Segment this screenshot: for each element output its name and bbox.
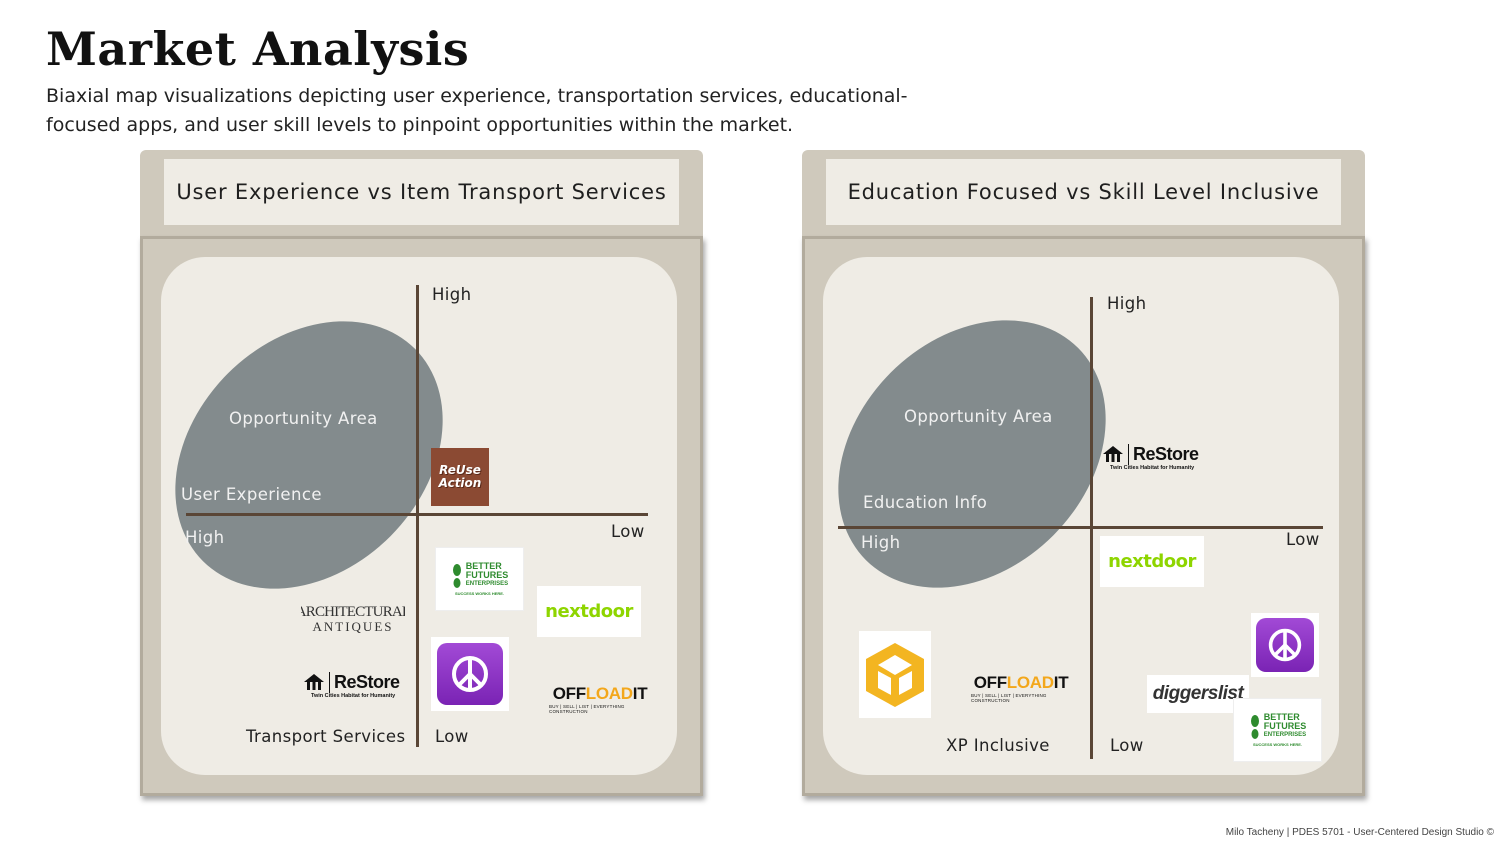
- craigslist-peace-logo: [431, 637, 509, 711]
- better-line2: FUTURES: [465, 570, 509, 580]
- better-line1: BETTER: [1263, 712, 1300, 722]
- craigslist-peace-logo: [1251, 613, 1319, 677]
- offload-subtitle: BUY | SELL | LIST | EVERYTHING CONSTRUCT…: [971, 693, 1047, 703]
- axis-left-name: Education Info: [863, 493, 988, 512]
- footprint-icon: [452, 563, 461, 588]
- footer-credit: Milo Tacheny | PDES 5701 - User-Centered…: [1225, 827, 1494, 838]
- restore-logo: ReStore Twin Cities Habitat for Humanity: [1102, 441, 1206, 473]
- horizontal-axis: [838, 526, 1323, 529]
- restore-logo: ReStore Twin Cities Habitat for Humanity: [303, 669, 407, 701]
- nextdoor-logo: nextdoor: [537, 586, 641, 637]
- better-futures-logo: BETTER FUTURES ENTERPRISES SUCCESS WORKS…: [435, 547, 524, 611]
- reuse-action-logo: ReUse Action: [431, 448, 489, 506]
- opportunity-area-label: Opportunity Area: [904, 407, 1053, 426]
- axis-left-label: High: [861, 533, 901, 552]
- axis-left-name: User Experience: [181, 485, 322, 504]
- offload-subtitle: BUY | SELL | LIST | EVERYTHING CONSTRUCT…: [549, 704, 625, 714]
- horizontal-axis: [186, 513, 648, 516]
- peace-icon: [1268, 628, 1302, 662]
- better-line2: FUTURES: [1263, 721, 1307, 731]
- better-tagline: SUCCESS WORKS HERE.: [454, 591, 505, 596]
- nextdoor-wordmark: nextdoor: [1108, 551, 1196, 572]
- offloadit-logo: OFFLOADIT BUY | SELL | LIST | EVERYTHING…: [971, 673, 1071, 703]
- axis-bottom-label: Low: [435, 727, 469, 746]
- left-map-heading: User Experience vs Item Transport Servic…: [164, 159, 679, 225]
- arch-line2: ANTIQUES: [312, 618, 394, 634]
- right-map-panel: Education Focused vs Skill Level Inclusi…: [784, 150, 1365, 796]
- axis-top-label: High: [1107, 294, 1147, 313]
- left-map-plot: High Low User Experience High Low Transp…: [121, 257, 677, 775]
- right-map-plot: High Low Education Info High Low XP Incl…: [784, 257, 1339, 775]
- habitat-house-icon: [1103, 446, 1123, 462]
- cube-icon: [866, 642, 924, 707]
- offload-part-a: OFF: [552, 684, 586, 703]
- better-line3: ENTERPRISES: [1263, 732, 1307, 738]
- better-line1: BETTER: [465, 561, 502, 571]
- axis-left-label: High: [185, 528, 225, 547]
- restore-wordmark: ReStore: [1128, 443, 1199, 465]
- opportunity-area-label: Opportunity Area: [229, 409, 378, 428]
- nextdoor-logo: nextdoor: [1100, 536, 1204, 587]
- arch-line1: ARCHITECTURAL: [301, 603, 405, 620]
- offload-part-c: IT: [632, 684, 648, 703]
- footprint-icon: [1250, 714, 1259, 739]
- page-subtitle: Biaxial map visualizations depicting use…: [46, 85, 908, 136]
- reuse-line1: ReUse: [439, 463, 481, 477]
- architectural-antiques-logo: ARCHITECTURAL ANTIQUES: [301, 601, 405, 637]
- page-title: Market Analysis: [46, 22, 470, 76]
- habitat-house-icon: [304, 674, 324, 690]
- offload-part-b: LOAD: [585, 684, 633, 703]
- left-map-panel: User Experience vs Item Transport Servic…: [121, 150, 703, 796]
- yellow-cube-logo: [859, 631, 931, 718]
- nextdoor-wordmark: nextdoor: [545, 601, 633, 622]
- reuse-line2: Action: [438, 476, 482, 490]
- restore-subtitle: Twin Cities Habitat for Humanity: [1110, 464, 1195, 471]
- better-tagline: SUCCESS WORKS HERE.: [1252, 742, 1303, 747]
- offloadit-logo: OFFLOADIT BUY | SELL | LIST | EVERYTHING…: [549, 684, 651, 714]
- peace-icon: [451, 656, 488, 692]
- axis-bottom-name: XP Inclusive: [946, 736, 1050, 755]
- left-map-board: High Low User Experience High Low Transp…: [121, 236, 703, 796]
- right-map-tab: Education Focused vs Skill Level Inclusi…: [802, 150, 1365, 238]
- right-map-heading: Education Focused vs Skill Level Inclusi…: [826, 159, 1341, 225]
- diggerslist-wordmark: diggerslist: [1152, 683, 1244, 704]
- offload-part-a: OFF: [973, 673, 1007, 692]
- offload-part-b: LOAD: [1006, 673, 1054, 692]
- axis-right-label: Low: [1286, 530, 1320, 549]
- vertical-axis: [416, 285, 419, 747]
- better-futures-logo: BETTER FUTURES ENTERPRISES SUCCESS WORKS…: [1233, 698, 1322, 762]
- offload-part-c: IT: [1053, 673, 1069, 692]
- diggerslist-logo: diggerslist: [1147, 675, 1249, 713]
- restore-wordmark: ReStore: [329, 671, 400, 693]
- better-line3: ENTERPRISES: [465, 581, 509, 587]
- right-map-board: High Low Education Info High Low XP Incl…: [784, 236, 1365, 796]
- axis-bottom-name: Transport Services: [246, 727, 406, 746]
- left-map-tab: User Experience vs Item Transport Servic…: [140, 150, 703, 238]
- restore-subtitle: Twin Cities Habitat for Humanity: [311, 692, 396, 699]
- axis-right-label: Low: [611, 522, 645, 541]
- axis-bottom-label: Low: [1110, 736, 1144, 755]
- axis-top-label: High: [432, 285, 472, 304]
